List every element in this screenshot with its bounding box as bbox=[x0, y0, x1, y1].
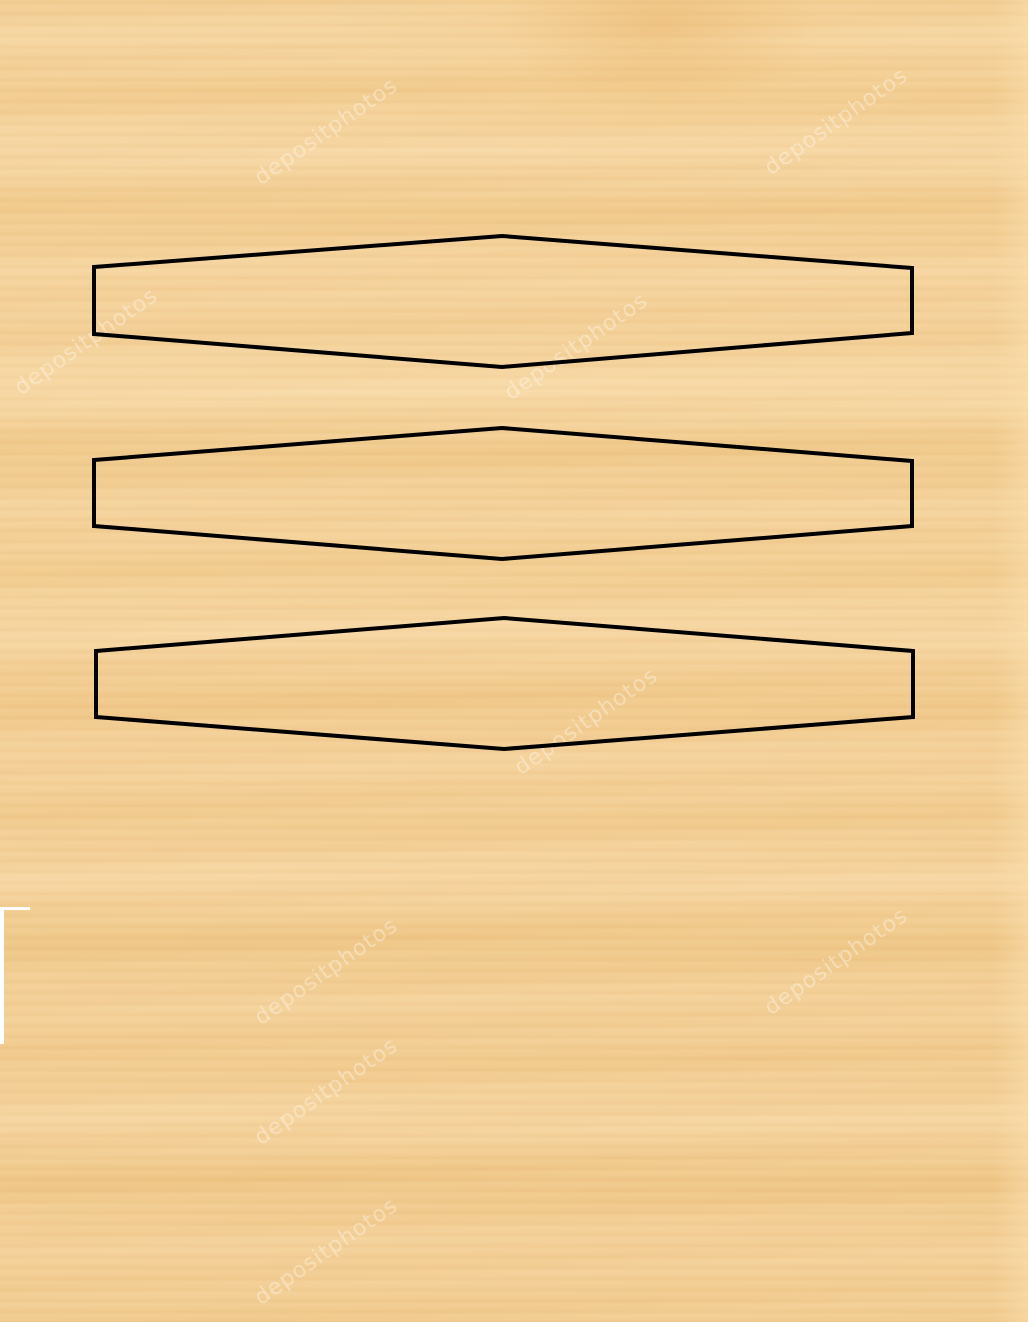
edge-mark-top bbox=[0, 907, 30, 910]
edge-mark bbox=[0, 908, 4, 1044]
hexagon-outline-3 bbox=[94, 615, 915, 752]
panel-edge bbox=[994, 0, 1028, 1322]
hexagon-outline-1 bbox=[92, 233, 914, 370]
hexagon-outline-2 bbox=[92, 425, 914, 562]
